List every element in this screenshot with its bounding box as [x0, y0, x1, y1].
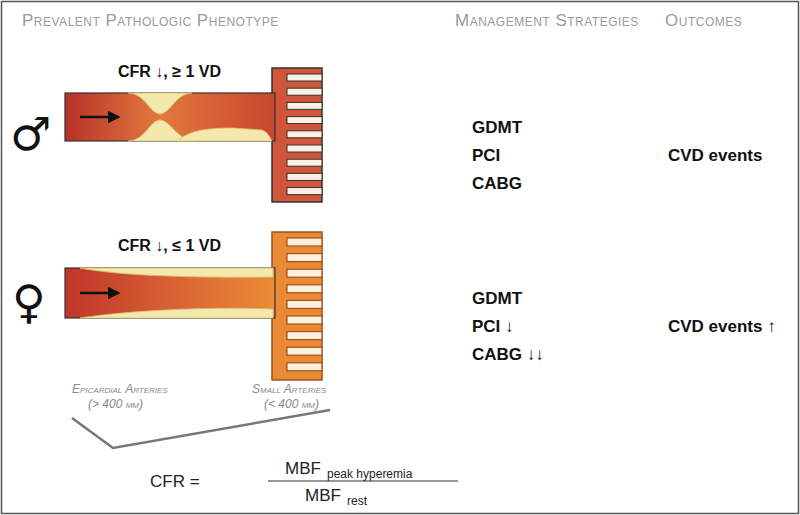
- formula-subscript: peak hyperemia: [327, 468, 412, 480]
- artery-label: Small Arteries: [252, 383, 326, 395]
- plaque: [128, 93, 192, 114]
- plaque: [80, 268, 273, 277]
- capillary: [287, 173, 322, 180]
- artery-label: Epicardial Arteries: [72, 383, 168, 395]
- bracket: [72, 410, 330, 448]
- outcome: CVD events: [668, 147, 762, 164]
- flow-arrow: [80, 292, 118, 295]
- artery-size: (< 400 µm): [264, 398, 319, 410]
- strategy: GDMT: [472, 290, 522, 307]
- small-artery-bed: [272, 68, 322, 202]
- plaque: [178, 128, 272, 141]
- column-header: Prevalent Pathologic Phenotype: [22, 12, 279, 29]
- capillary: [287, 145, 322, 152]
- phenotype-label: CFR ↓, ≤ 1 VD: [118, 238, 221, 254]
- flow-arrow: [80, 116, 118, 119]
- capillary: [287, 363, 322, 371]
- fraction-bar: [268, 480, 458, 481]
- strategy: GDMT: [472, 119, 522, 136]
- column-header: Management Strategies: [455, 12, 639, 29]
- capillary: [287, 102, 322, 109]
- formula-term: MBF: [305, 487, 341, 504]
- strategy: CABG: [472, 175, 522, 192]
- sex-symbol: ♀: [12, 279, 46, 325]
- capillary-slots: [287, 74, 322, 195]
- epicardial-artery: [65, 268, 275, 318]
- capillary-slots: [287, 238, 322, 371]
- plaque: [80, 308, 273, 318]
- strategy: CABG ↓↓: [472, 346, 544, 363]
- capillary: [287, 188, 322, 195]
- capillary: [287, 300, 322, 308]
- capillary: [287, 74, 322, 81]
- capillary: [287, 131, 322, 138]
- phenotype-label: CFR ↓, ≥ 1 VD: [118, 64, 221, 80]
- capillary: [287, 285, 322, 293]
- epicardial-artery: [65, 93, 275, 141]
- capillary: [287, 117, 322, 124]
- capillary: [287, 316, 322, 324]
- formula-term: MBF: [285, 460, 321, 477]
- capillary: [287, 269, 322, 277]
- strategy: PCI ↓: [472, 318, 514, 335]
- capillary: [287, 347, 322, 355]
- sex-symbol: ♂: [10, 111, 51, 157]
- outcome: CVD events ↑: [668, 318, 776, 335]
- capillary: [287, 332, 322, 340]
- formula-subscript: rest: [347, 495, 367, 507]
- formula-term: CFR =: [150, 473, 200, 490]
- capillary: [287, 159, 322, 166]
- column-header: Outcomes: [665, 12, 742, 29]
- strategy: PCI: [472, 147, 500, 164]
- capillary: [287, 238, 322, 246]
- capillary: [287, 88, 322, 95]
- capillary: [287, 254, 322, 262]
- artery-size: (> 400 µm): [88, 398, 143, 410]
- small-artery-bed: [272, 232, 322, 380]
